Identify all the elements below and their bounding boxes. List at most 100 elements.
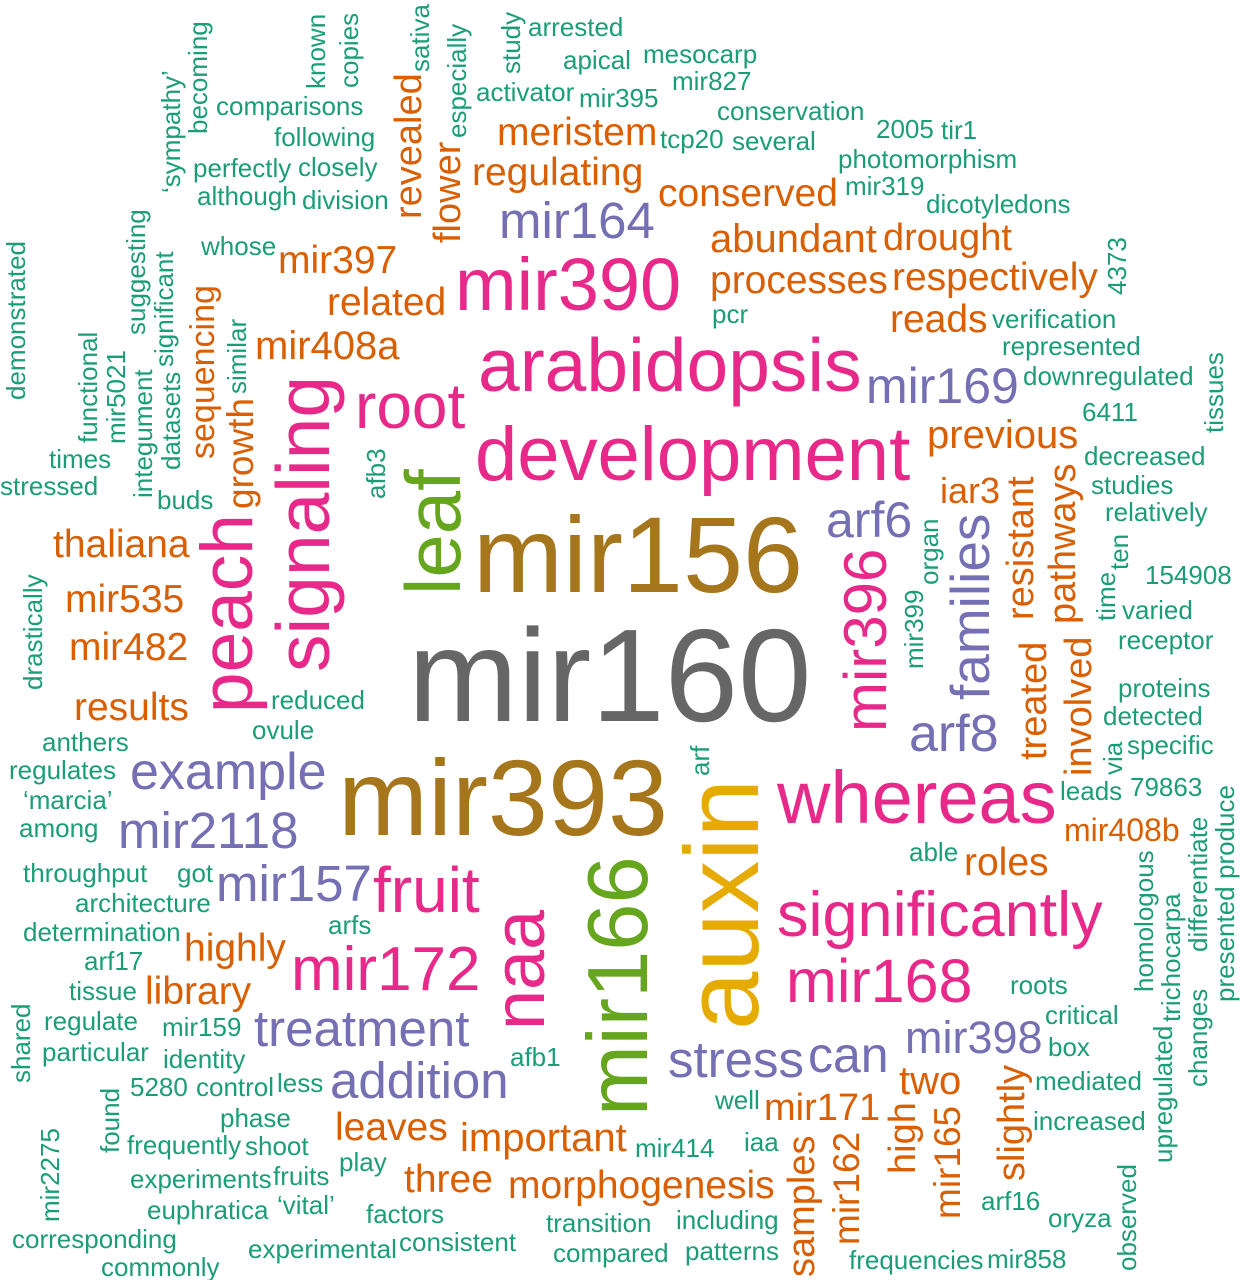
word: architecture [75,887,211,918]
word: tcp20 [660,123,724,154]
word: mir165 [926,1105,968,1219]
word: closely [298,151,378,182]
word: naa [480,909,561,1030]
word: peach [187,514,269,713]
word: proteins [1118,672,1211,703]
word: 4373 [1101,237,1132,295]
word: including [676,1204,779,1235]
word: afb3 [360,448,391,499]
word: three [404,1157,493,1201]
word: reduced [271,684,365,715]
word: iaa [744,1126,779,1157]
word: mir168 [786,947,973,1016]
word: root [355,369,466,442]
word: corresponding [12,1223,177,1254]
word: time [1090,571,1121,621]
word: mir159 [162,1011,242,1042]
word: addition [330,1051,509,1109]
word: specific [1127,729,1214,760]
word: mir535 [65,577,185,621]
word: flower [426,141,469,243]
word: buds [157,484,214,515]
word: times [49,443,112,474]
word: perfectly [193,152,292,183]
word: previous [927,413,1079,458]
word: frequently [127,1129,242,1160]
word: tir1 [941,114,978,145]
word: downregulated [1023,360,1194,391]
word: important [460,1116,627,1161]
word: arfs [328,909,372,940]
word: mir408a [255,324,400,369]
word: arf8 [909,704,999,763]
word: tissues [1198,352,1229,433]
word: functional [72,331,103,443]
word: high [881,1102,924,1174]
word: can [808,1026,889,1083]
word: example [130,742,327,801]
word: fruit [373,853,480,926]
word: ‘sympathy’ [155,70,186,193]
word: roots [1010,969,1068,1000]
word: mesocarp [643,38,758,69]
word: results [74,685,189,729]
word: slightly [990,1064,1033,1181]
word: significantly [777,879,1103,950]
word: among [19,812,99,843]
word: library [145,969,252,1013]
word: roles [964,840,1049,884]
word: integument [127,369,158,498]
word: studies [1091,469,1174,500]
word: frequencies [849,1244,984,1275]
word: mir396 [832,548,900,732]
word: organ [913,518,944,586]
word: fruits [273,1160,330,1191]
word: study [495,11,526,74]
word: mir164 [499,191,655,249]
word: mir156 [473,493,804,615]
word: mir858 [987,1243,1067,1274]
word: 6411 [1082,396,1138,427]
word: mir398 [905,1011,1043,1063]
word: mir319 [845,170,925,201]
word: treated [1012,641,1055,760]
word: regulates [9,754,116,785]
word: mir2275 [34,1128,65,1222]
word: anthers [42,726,129,757]
word: drastically [17,574,48,690]
word: observed [1111,1164,1142,1271]
word: experimental [248,1233,397,1264]
word: samples [780,1135,823,1278]
word: processes [710,258,888,302]
word: related [327,280,447,324]
word: mir160 [408,602,812,750]
word: mir5021 [100,350,131,444]
word: control [196,1071,275,1102]
word: whereas [777,756,1057,840]
word: resistant [999,476,1042,620]
word: ovule [252,714,315,745]
word: arf17 [84,945,144,976]
word: arf16 [981,1185,1041,1216]
word: mir171 [764,1086,881,1129]
word: mir166 [571,856,666,1116]
word: following [274,121,376,152]
word: photomorphism [838,143,1018,174]
word: morphogenesis [508,1163,775,1207]
word: 154908 [1145,559,1232,590]
word: determination [23,916,181,947]
word: experiments [130,1163,272,1194]
word: especially [441,23,472,138]
word: arabidopsis [478,323,862,408]
word: thaliana [53,522,190,566]
word: tissue [69,975,137,1006]
word: mir162 [825,1131,867,1245]
word: whose [201,230,277,261]
word: demonstrated [0,241,31,400]
word: arf6 [826,491,913,548]
word: throughput [23,857,148,888]
word: meristem [497,110,658,154]
word: copies [333,12,364,88]
word: mir172 [291,935,481,1005]
word: able [909,836,959,867]
